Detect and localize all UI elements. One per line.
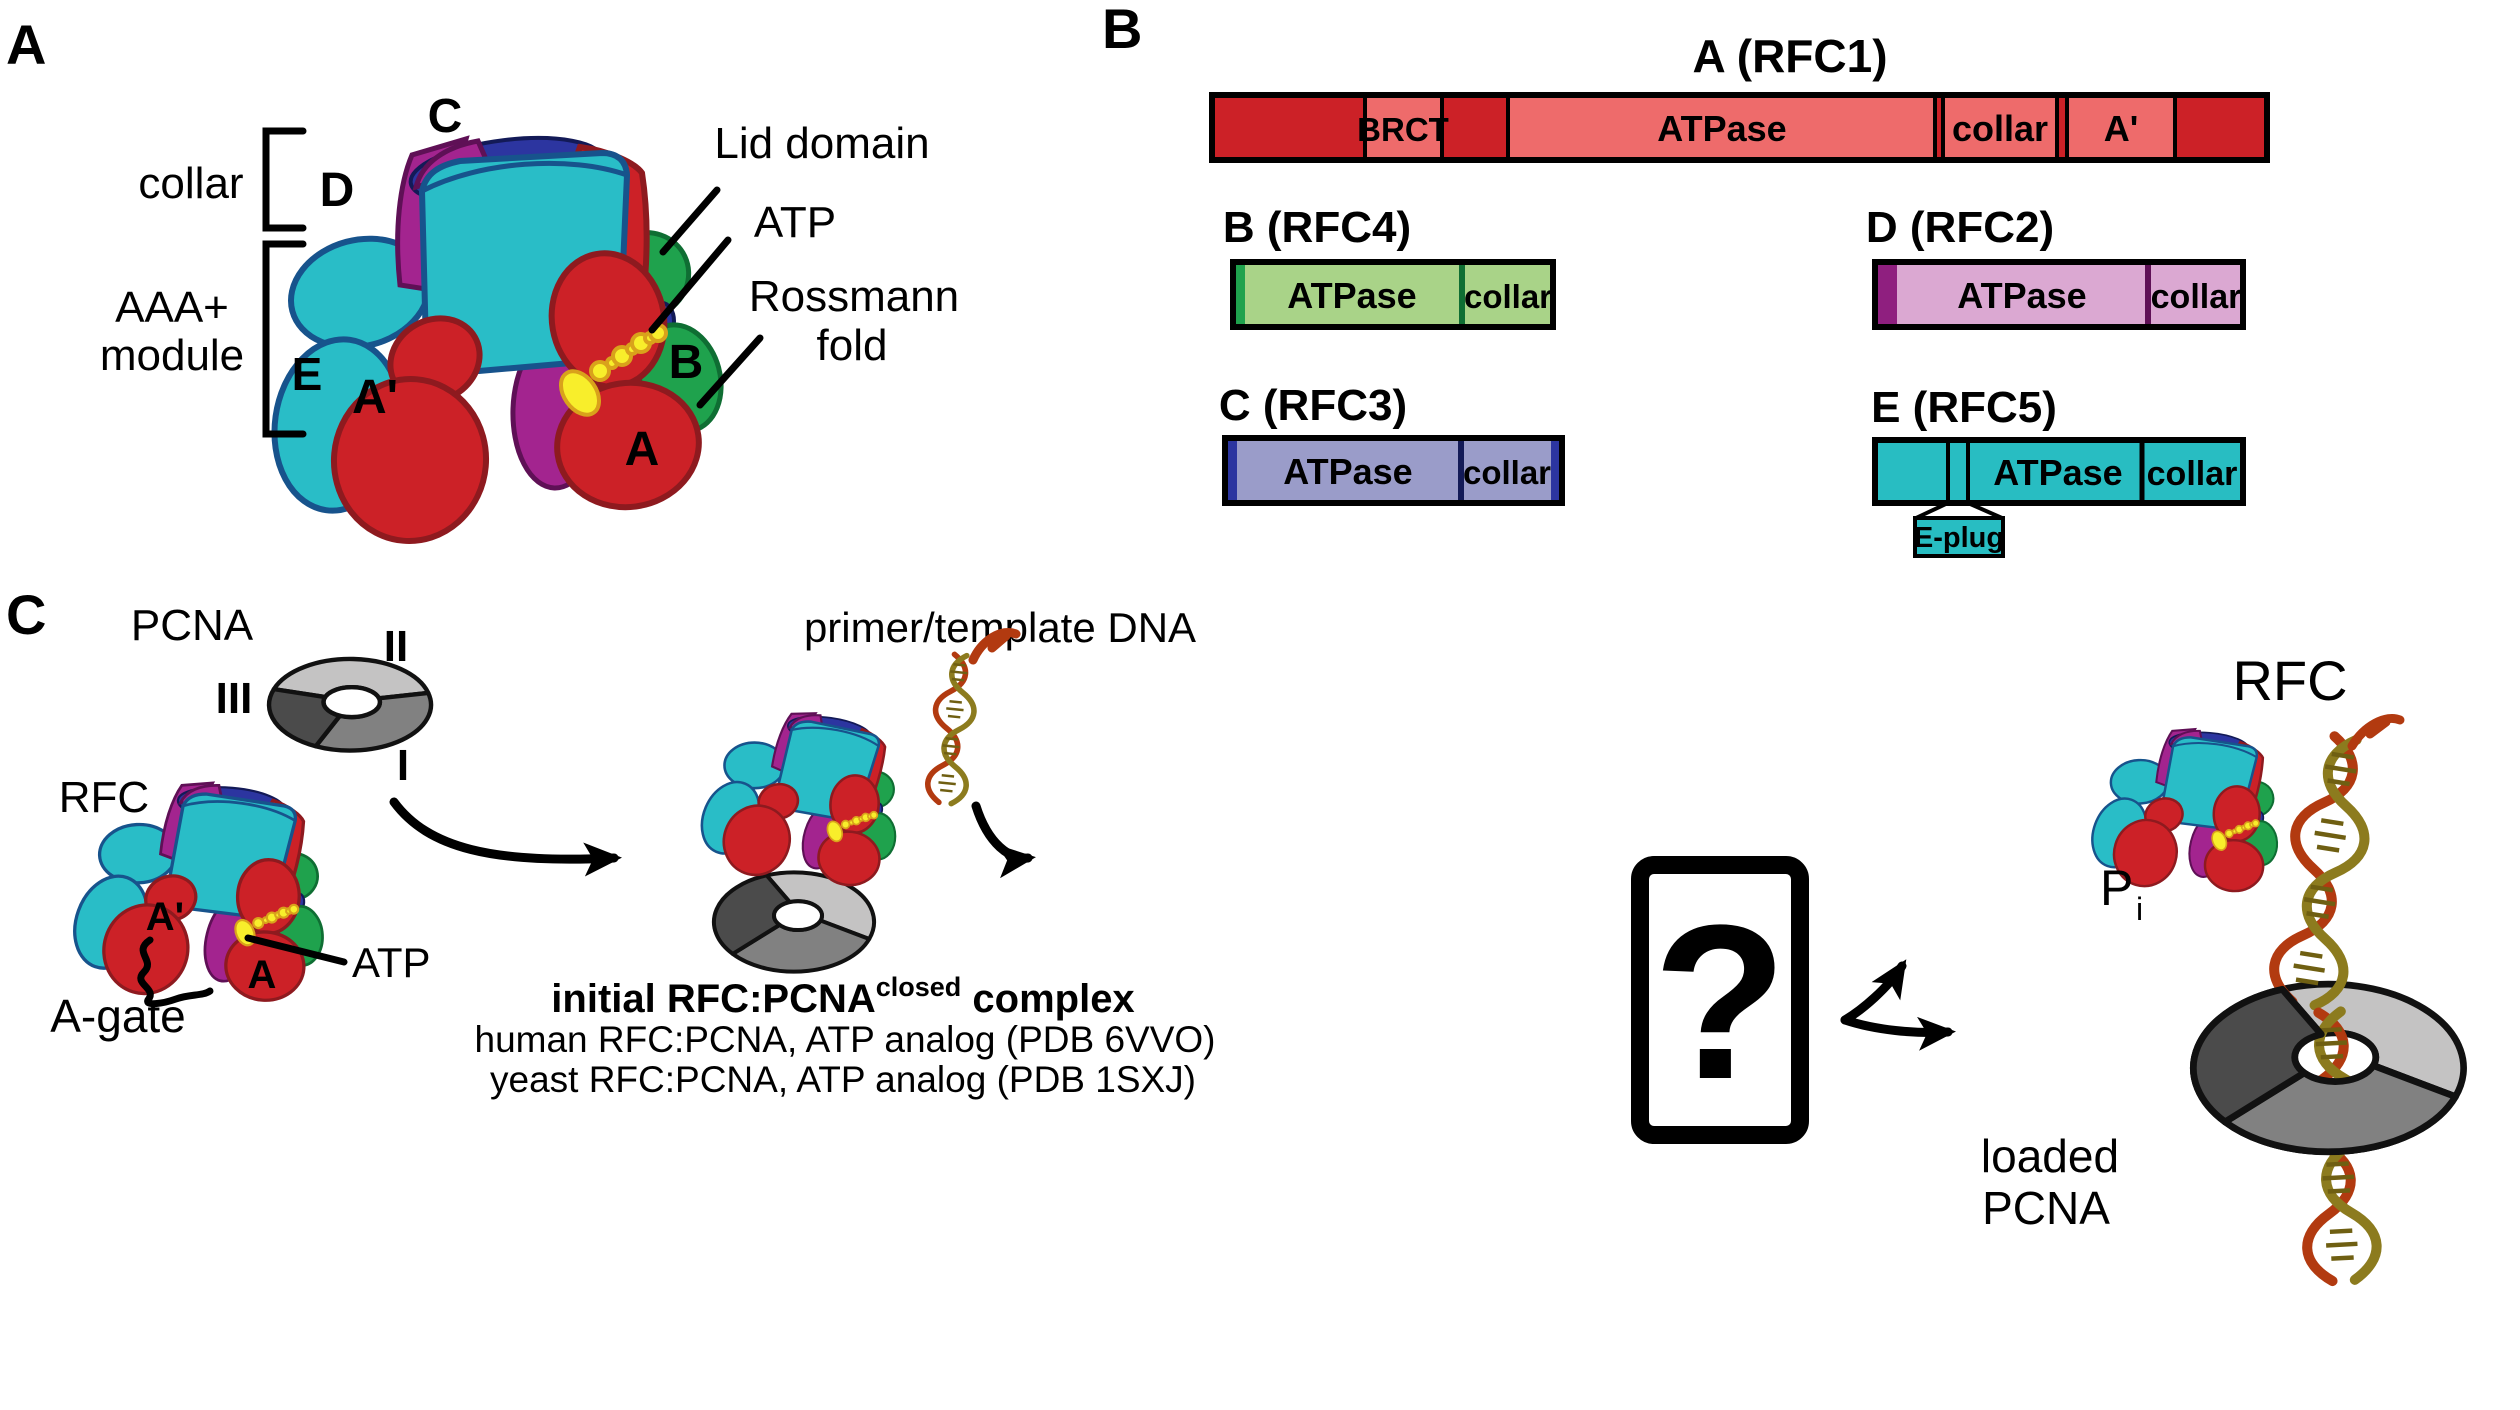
subunit-a-prime-label: A' <box>352 371 398 424</box>
rfc5-eplug-box <box>1913 516 2005 558</box>
atp-label: ATP <box>754 198 836 247</box>
pcna-label: PCNA <box>131 601 254 650</box>
pcna-i-label: I <box>397 741 409 790</box>
complex-line2: human RFC:PCNA, ATP analog (PDB 6VVO) <box>475 1019 1216 1060</box>
arrow-release-pcna <box>1840 1015 1956 1051</box>
collar-label: collar <box>138 159 243 208</box>
pcna-ii-label: II <box>384 622 408 671</box>
arrow-binding <box>389 797 622 877</box>
rfc-label-right: RFC <box>2232 649 2347 712</box>
subunit-b-label: B <box>669 336 704 389</box>
panel-a: A collar AAA+ module C D E A' B A Lid do… <box>6 13 959 547</box>
rfc1-aprime-label: A' <box>2104 108 2139 149</box>
arrow-dna-binding <box>971 801 1036 879</box>
a-gate-squiggle <box>137 936 214 1008</box>
atp-callout-line-left <box>244 934 348 966</box>
atp-label-left: ATP <box>352 939 431 986</box>
rfc-label-left: RFC <box>59 773 149 822</box>
pcna-ring-closed <box>714 872 874 971</box>
primer-overhang <box>968 628 1021 665</box>
loaded-dna-fray <box>2365 717 2391 739</box>
rfc5-title: E (RFC5) <box>1871 383 2057 432</box>
rfc2-title: D (RFC2) <box>1866 203 2054 252</box>
rfc5-atpase-label: ATPase <box>1993 452 2122 493</box>
rfc3-collar-label: collar <box>1463 454 1551 491</box>
a-gate-label: A-gate <box>50 990 186 1042</box>
pcna-ring-free <box>269 659 431 751</box>
subunit-a-label: A <box>625 423 660 476</box>
panel-a-label: A <box>6 13 46 76</box>
loaded-pcna-label-2: PCNA <box>1982 1182 2110 1234</box>
complex-title: initial RFC:PCNAclosed complex <box>551 972 1134 1021</box>
pcna-iii-label: III <box>216 674 253 723</box>
rossmann-label-2: fold <box>817 321 888 370</box>
rfc4-collar-label: collar <box>1464 278 1552 315</box>
rfc1-brct-segment <box>1363 93 1444 162</box>
question-box <box>1631 856 1809 1144</box>
subunit-e-label: E <box>292 348 323 400</box>
loaded-dna-top <box>2269 733 2380 1009</box>
rfc4-nterm-sliver <box>1235 264 1245 325</box>
complex-line3: yeast RFC:PCNA, ATP analog (PDB 1SXJ) <box>490 1059 1196 1100</box>
free-rfc-a-prime-label: A' <box>146 895 184 939</box>
collar-bracket <box>262 127 307 232</box>
panel-c-label: C <box>6 583 46 646</box>
rfc2-domain-bar: ATPase collar <box>1872 259 2246 330</box>
rfc2-collar-label: collar <box>2151 278 2242 316</box>
rfc1-brct-label: BRCT <box>1357 111 1449 148</box>
aaa-module-label-2: module <box>100 331 244 380</box>
rfc1-title: A (RFC1) <box>1692 30 1887 82</box>
loaded-dna-overhang <box>2347 714 2405 751</box>
pi-label: P <box>2100 860 2133 916</box>
rfc2-atpase-label: ATPase <box>1957 275 2086 316</box>
primer-fray <box>987 631 1011 653</box>
rfc4-title: B (RFC4) <box>1223 203 1411 252</box>
subunit-d-label: D <box>320 164 355 217</box>
rfc3-title: C (RFC3) <box>1219 381 1407 430</box>
aaa-module-bracket <box>262 240 307 438</box>
rfc5-collar-label: collar <box>2147 455 2238 493</box>
rfc3-domain-bar: ATPase collar <box>1222 435 1565 506</box>
rfc4-domain-bar: ATPase collar <box>1230 259 1556 330</box>
rfc1-domain-bar: BRCT ATPase collar A' <box>1209 92 2270 163</box>
rfc1-collar-label: collar <box>1952 108 2048 149</box>
atp-callout-line <box>648 236 732 334</box>
loaded-pcna-label-1: loaded <box>1981 1130 2119 1182</box>
free-rfc-a-label: A <box>248 953 277 997</box>
rfc3-nterm-sliver <box>1227 440 1237 501</box>
rfc3-cterm-sliver <box>1551 440 1560 501</box>
lid-domain-label: Lid domain <box>714 119 929 168</box>
subunit-c-label: C <box>428 90 463 143</box>
rfc4-atpase-label: ATPase <box>1287 275 1416 316</box>
primer-template-dna <box>926 653 980 805</box>
pi-subscript: i <box>2136 891 2143 927</box>
panel-b-label: B <box>1102 0 1142 60</box>
aaa-module-label-1: AAA+ <box>115 283 229 332</box>
panel-c: C PCNA II III I RFC A' A ATP A-gate init… <box>6 583 2464 1282</box>
rfc5-domain-bar: ATPase collar E-plug <box>1872 437 2246 558</box>
rfc2-nterm-sliver <box>1877 264 1897 325</box>
rfc3-atpase-label: ATPase <box>1283 451 1412 492</box>
rossmann-callout-line <box>696 334 764 409</box>
rfc1-atpase-label: ATPase <box>1657 108 1786 149</box>
question-mark: ? <box>1653 879 1787 1125</box>
panel-b: B A (RFC1) BRCT ATPase collar A' B (RFC4… <box>1102 0 2270 558</box>
lid-domain-callout-line <box>659 186 721 256</box>
rfc5-eplug-label: E-plug <box>1914 522 2004 554</box>
arrow-release-pi <box>1840 959 1907 1025</box>
rossmann-label-1: Rossmann <box>749 272 959 321</box>
